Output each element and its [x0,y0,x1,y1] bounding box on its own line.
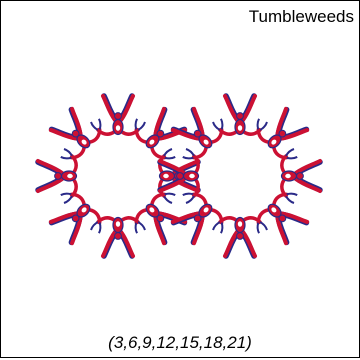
figure-motif [42,186,107,251]
symmetry-caption: (3,6,9,12,15,18,21) [108,333,252,352]
figure-motif [250,100,315,165]
ring-left [38,96,198,256]
figure-motif [42,100,107,165]
ring-right [160,96,320,256]
pattern-title: Tumbleweeds [248,7,354,26]
figure-motif [250,186,315,251]
